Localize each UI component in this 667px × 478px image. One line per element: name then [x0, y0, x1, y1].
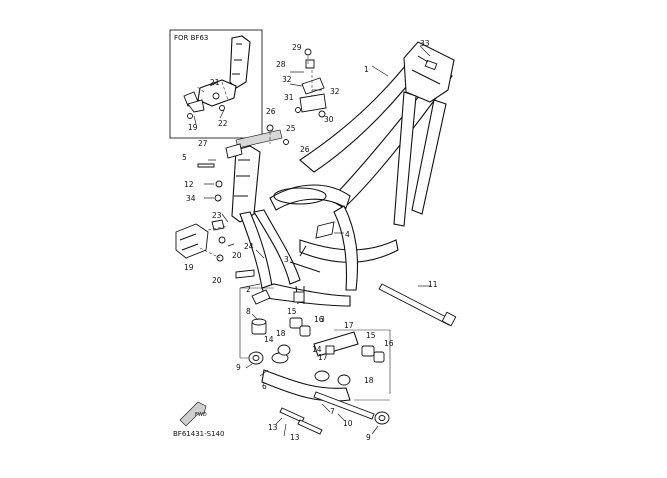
callout-29: 29 — [292, 43, 302, 52]
callout-18-left: 18 — [276, 329, 286, 338]
callout-20-upper: 20 — [232, 251, 242, 260]
mount-bracket-19 — [175, 223, 209, 259]
frame-upper-rail-right — [329, 69, 453, 209]
callout-27: 27 — [198, 139, 208, 148]
engine-mount-links — [239, 283, 457, 435]
callout-14-left: 14 — [264, 335, 274, 344]
diagram-code: BF61431-S140 — [173, 430, 224, 438]
callout-15-left: 15 — [287, 307, 297, 316]
callout-10: 10 — [343, 419, 353, 428]
callout-24: 24 — [244, 242, 254, 251]
callout-3-upper: 3 — [284, 255, 289, 264]
callout-13-lower: 13 — [290, 433, 300, 442]
collar-15-left — [289, 317, 303, 329]
main-frame — [231, 41, 455, 307]
washer-18 — [337, 374, 351, 386]
callout-6: 6 — [262, 382, 267, 391]
callout-26-lower: 26 — [300, 145, 310, 154]
frame-seat-crossmember — [269, 184, 351, 211]
callout-9-right: 9 — [366, 433, 371, 442]
callout-17-lower: 17 — [318, 353, 328, 362]
callout-32-right: 32 — [330, 87, 340, 96]
bolt-10 — [313, 391, 375, 420]
callout-18-right: 18 — [364, 376, 374, 385]
collar-15-right — [361, 345, 375, 357]
callout-3-lower: 3 — [320, 315, 325, 324]
frame-rear-stay-right — [411, 99, 447, 215]
frame-plate-4 — [315, 221, 335, 239]
engine-link-6 — [261, 369, 351, 402]
callout-16-left: 16 — [314, 315, 324, 324]
pad-27 — [225, 143, 243, 159]
frame-lower-cradle — [261, 283, 351, 307]
callout-7: 7 — [330, 407, 335, 416]
callout-13-upper: 13 — [268, 423, 278, 432]
callout-11: 11 — [428, 280, 438, 289]
callout-5: 5 — [182, 153, 187, 162]
callout-25: 25 — [286, 124, 296, 133]
callout-23: 23 — [212, 211, 222, 220]
bolt-11 — [378, 283, 453, 326]
callout-4: 4 — [345, 230, 350, 239]
bracket-32 — [301, 77, 325, 95]
pin-5 — [197, 163, 215, 168]
left-mount-assembly — [175, 219, 229, 262]
callout-19-main: 19 — [184, 263, 194, 272]
frame-rear-stay-left — [393, 91, 417, 227]
callout-31: 31 — [284, 93, 294, 102]
callout-30: 30 — [324, 115, 334, 124]
callout-8: 8 — [246, 307, 251, 316]
frame-center-post — [333, 205, 358, 291]
bracket-25 — [235, 129, 283, 149]
frame-rear-plate — [403, 41, 455, 103]
frame-head-tube — [231, 145, 261, 223]
inset-for-bf63: FOR BF63 — [169, 29, 263, 139]
callout-33: 33 — [420, 39, 430, 48]
inset-title: FOR BF63 — [174, 34, 208, 42]
fwd-label: FWD — [195, 412, 207, 418]
callout-34: 34 — [186, 194, 196, 203]
callout-1: 1 — [364, 65, 369, 74]
callout-2: 2 — [246, 285, 251, 294]
callout-15-right: 15 — [366, 331, 376, 340]
callout-20-lower: 20 — [212, 276, 222, 285]
nut-17 — [325, 345, 335, 355]
callout-12: 12 — [184, 180, 194, 189]
bolt-13-lower — [297, 419, 323, 435]
inset-border — [169, 29, 263, 139]
callout-labels: 1 2 3 3 4 5 6 7 8 9 9 10 11 12 13 13 14 … — [182, 39, 438, 442]
callout-28: 28 — [276, 60, 286, 69]
callout-19-inset: 19 — [188, 123, 198, 132]
callout-32-left: 32 — [282, 75, 292, 84]
leader-lines — [204, 45, 431, 437]
inset-head-tube — [229, 35, 251, 89]
fwd-arrow: FWD — [179, 401, 207, 427]
callout-16-right: 16 — [384, 339, 394, 348]
callout-14-right: 14 — [312, 345, 322, 354]
callout-22: 22 — [218, 119, 228, 128]
callout-21: 21 — [210, 78, 220, 87]
callout-26-upper: 26 — [266, 107, 276, 116]
callout-9-left: 9 — [236, 363, 241, 372]
frame-down-tube-right — [253, 209, 301, 285]
upper-brackets — [197, 48, 327, 202]
callout-17-upper: 17 — [344, 321, 354, 330]
